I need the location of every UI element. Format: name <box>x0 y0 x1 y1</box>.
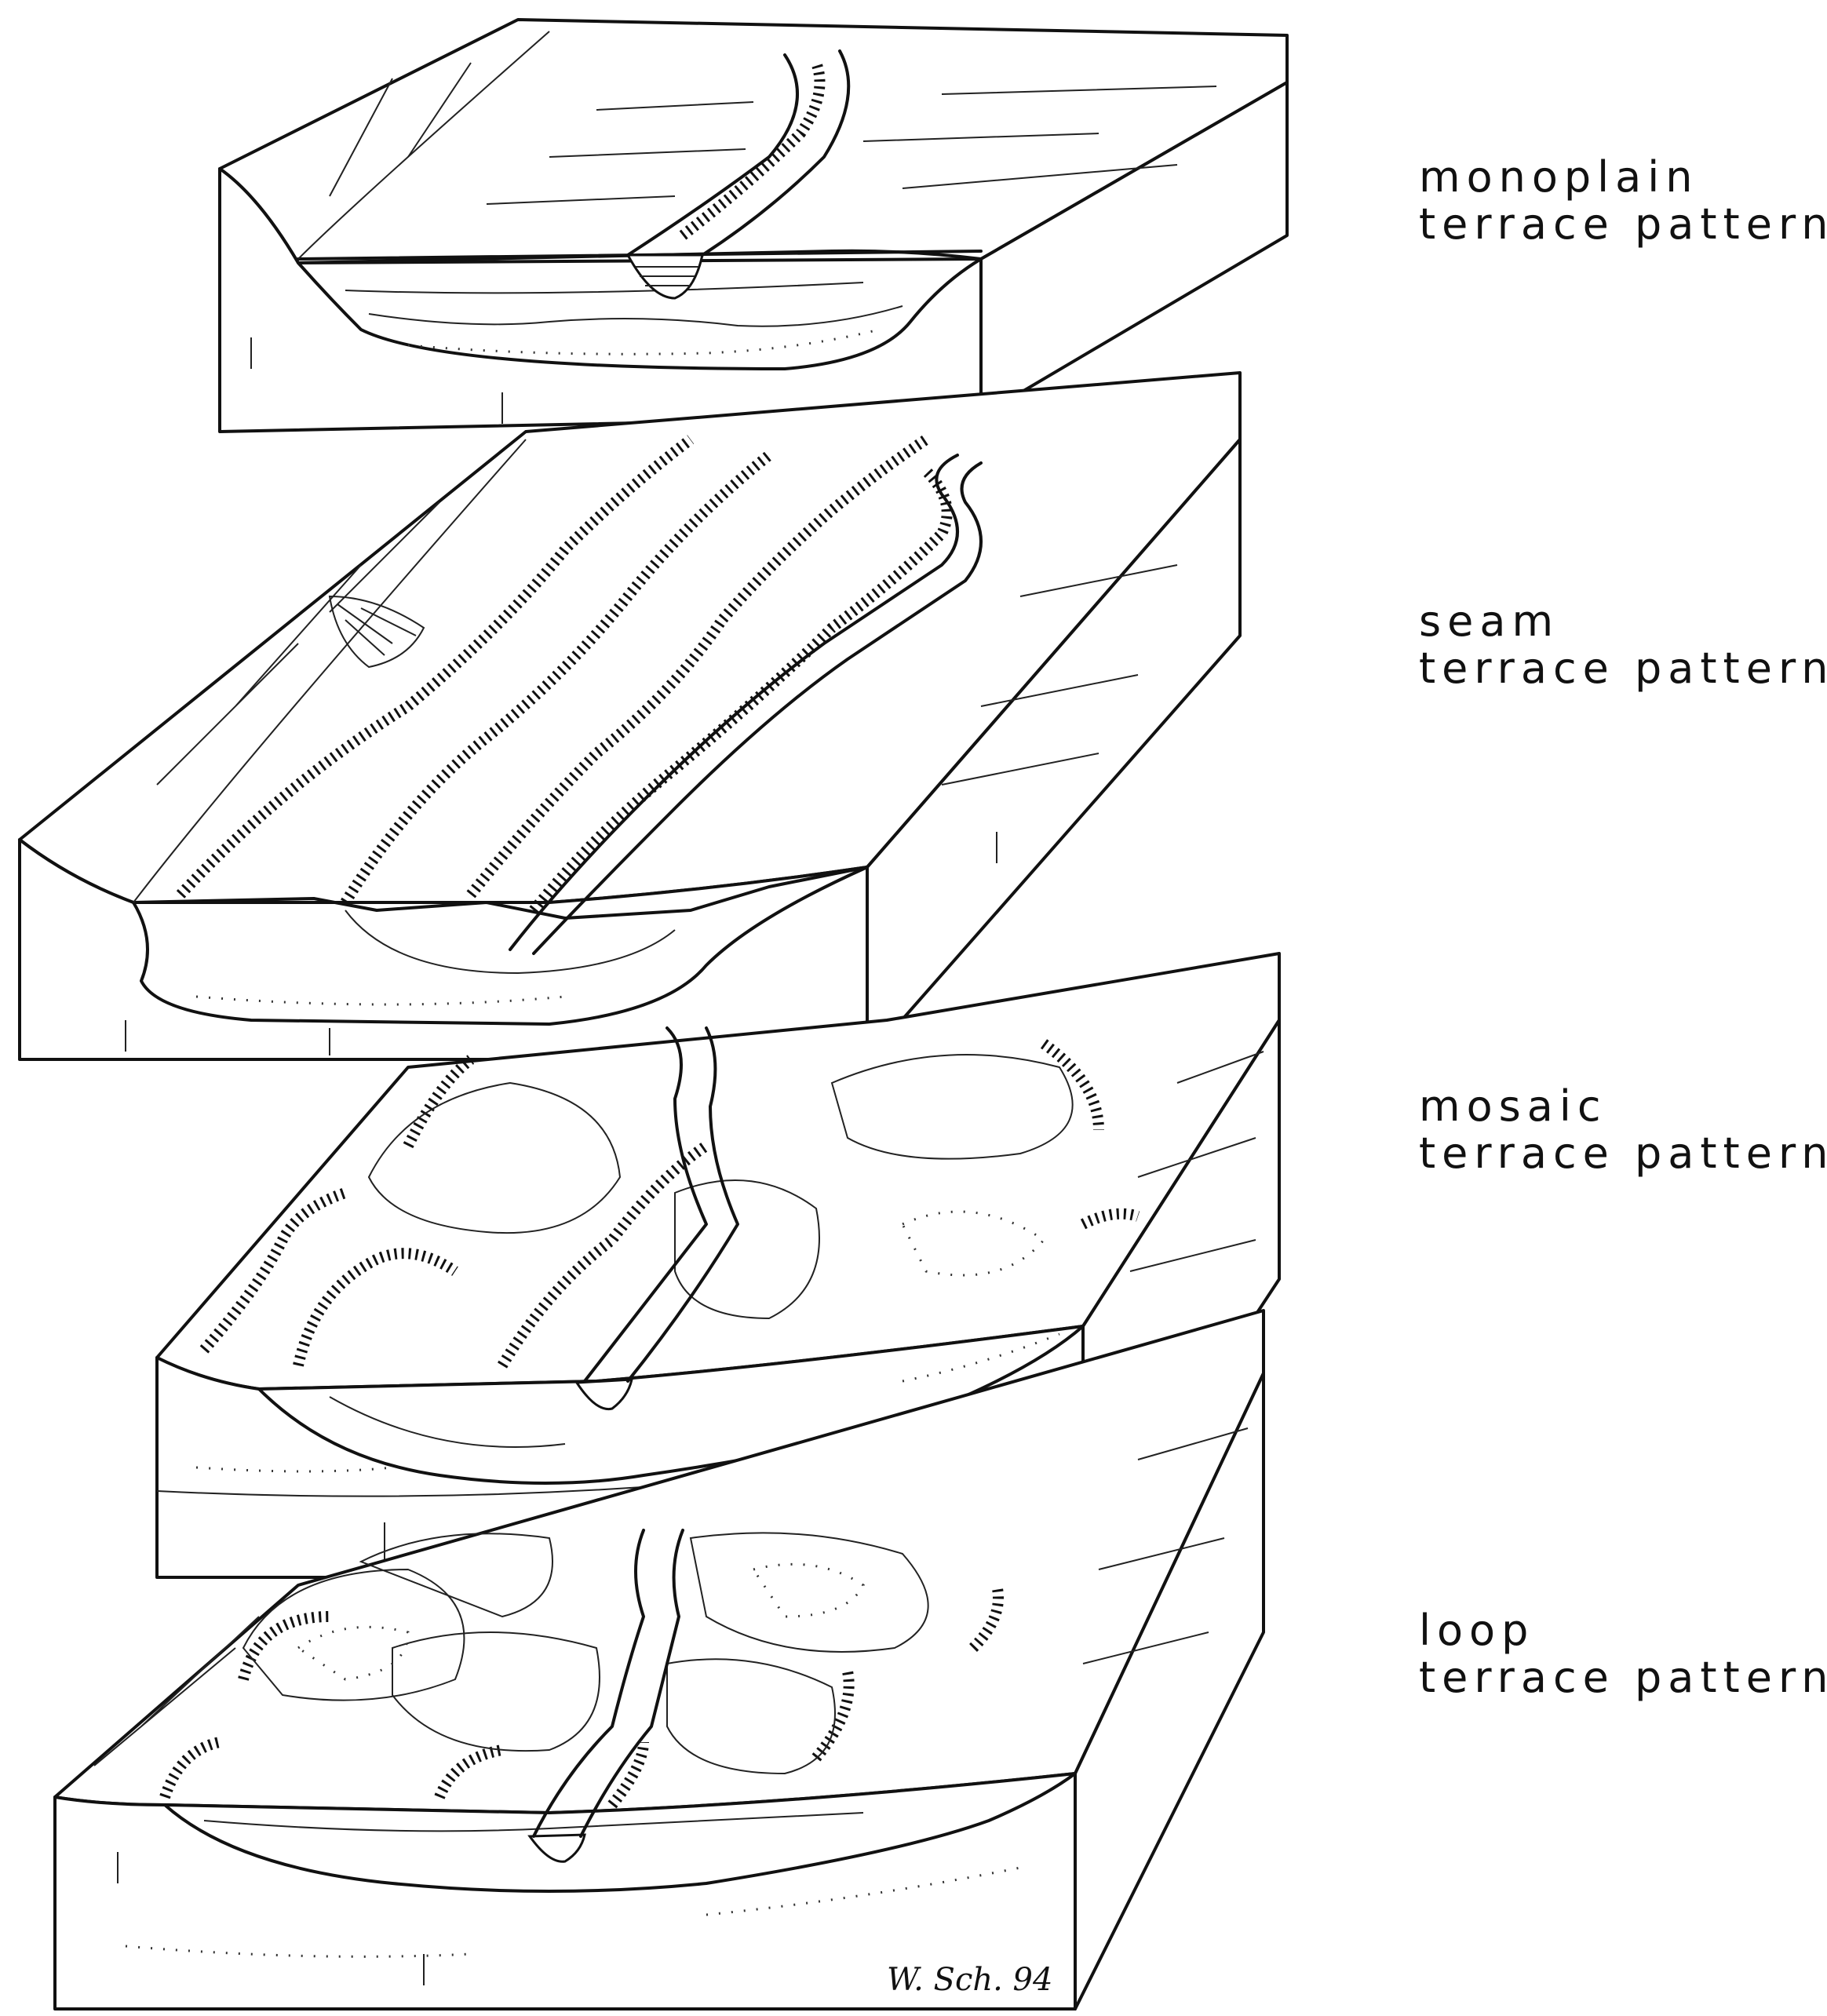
monoplain-river-course <box>626 53 799 257</box>
loop-terrace-scarp-3 <box>434 1744 504 1799</box>
mosaic-terrace-scarp-4 <box>403 1055 475 1149</box>
seam-block-right-face <box>866 438 1242 1061</box>
loop-terrace-scarp-4 <box>607 1741 649 1809</box>
monoplain-block <box>218 18 1289 433</box>
loop-valley-profile <box>163 1772 1077 1893</box>
mosaic-label-line1: mosaic <box>1419 1081 1607 1131</box>
loop-block-right-face <box>1074 1372 1265 2011</box>
monoplain-block-front-face <box>218 167 983 433</box>
seam-label-line1: seam <box>1419 596 1560 646</box>
seam-alluvial-fan <box>328 595 425 669</box>
loop-river-course <box>532 1529 645 1838</box>
loop-label-line2: terrace pattern <box>1419 1653 1827 1702</box>
monoplain-label-line2: terrace pattern <box>1419 199 1827 249</box>
loop-terrace-scarp-5 <box>811 1670 855 1762</box>
artist-signature: W. Sch. 94 <box>887 1962 1053 1998</box>
loop-river-channel <box>527 1833 586 1863</box>
loop-terrace-scarp-2 <box>238 1611 330 1681</box>
seam-valley-profile <box>132 866 869 1026</box>
mosaic-river-course <box>583 1026 708 1383</box>
seam-block-front-face <box>18 838 869 1061</box>
mosaic-river-channel <box>574 1378 633 1411</box>
seam-terrace-scarp-2 <box>341 450 773 906</box>
seam-label-line2: terrace pattern <box>1419 643 1827 693</box>
seam-river-course <box>509 454 959 951</box>
loop-terrace-scarp-6 <box>968 1584 1004 1652</box>
monoplain-terrace-pattern-label: monoplain terrace pattern <box>1419 154 1827 248</box>
monoplain-block-right-face <box>979 81 1289 417</box>
monoplain-valley-profile <box>297 257 983 370</box>
mosaic-label-line2: terrace pattern <box>1419 1128 1827 1178</box>
mosaic-terrace-scarp-2 <box>293 1248 458 1367</box>
seam-block <box>18 371 1242 1061</box>
seam-terrace-scarp-1 <box>176 435 695 899</box>
mosaic-terrace-pattern-label: mosaic terrace pattern <box>1419 1083 1827 1177</box>
seam-terrace-scarp-3 <box>466 435 929 899</box>
loop-terrace-pattern-label: loop terrace pattern <box>1419 1607 1827 1701</box>
loop-terrace-scarp-1 <box>159 1737 221 1799</box>
mosaic-terrace-scarp-1 <box>199 1187 348 1354</box>
loop-label-line1: loop <box>1419 1606 1535 1655</box>
mosaic-terrace-scarp-3 <box>497 1141 709 1369</box>
mosaic-terrace-scarp-5 <box>1040 1039 1104 1131</box>
loop-block <box>53 1309 1265 2011</box>
seam-terrace-pattern-label: seam terrace pattern <box>1419 598 1827 692</box>
monoplain-label-line1: monoplain <box>1419 152 1699 202</box>
